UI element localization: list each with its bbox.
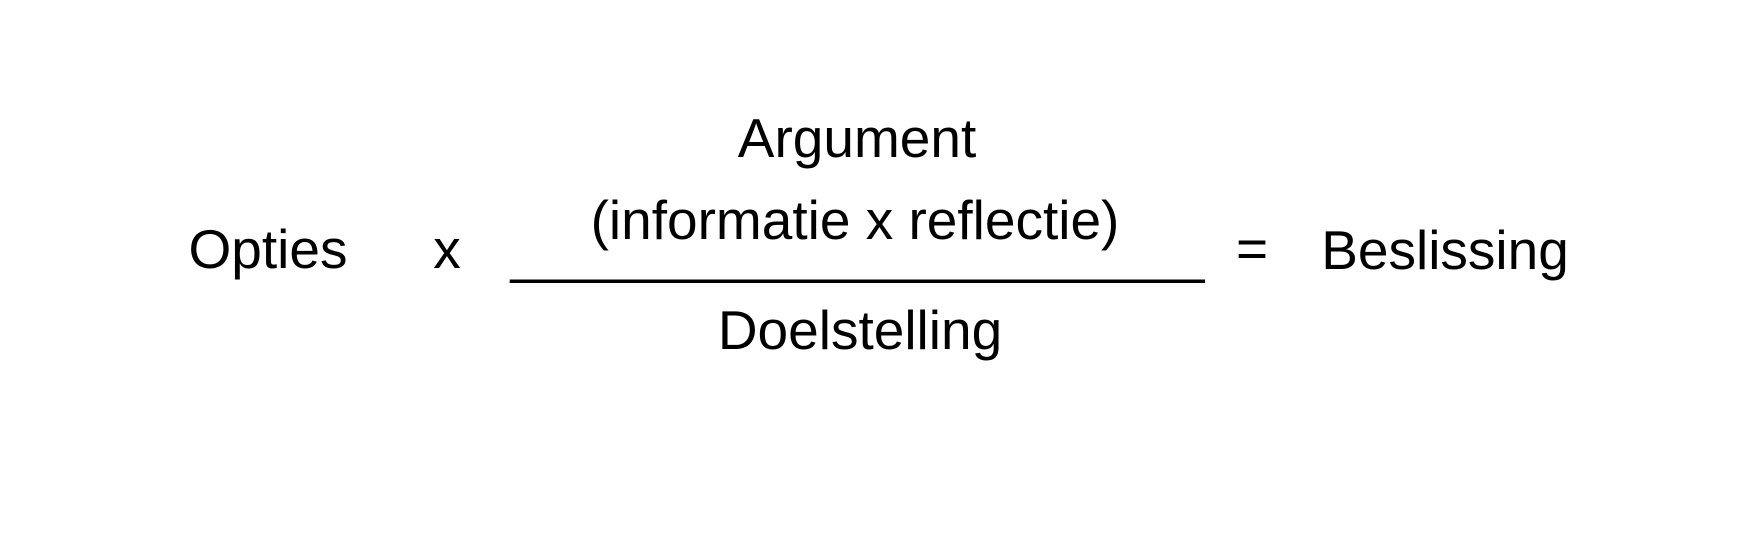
multiplication-sign: x: [433, 218, 461, 280]
fraction-denominator: Doelstelling: [717, 299, 1003, 361]
formula-result: Beslissing: [1321, 219, 1569, 281]
fraction-bar: ______________________: [510, 222, 1206, 284]
fraction-numerator-detail: (informatie x reflectie): [590, 189, 1120, 251]
formula-term-options: Opties: [188, 218, 348, 280]
fraction-numerator-title: Argument: [737, 107, 977, 169]
equals-sign: =: [1235, 217, 1269, 279]
